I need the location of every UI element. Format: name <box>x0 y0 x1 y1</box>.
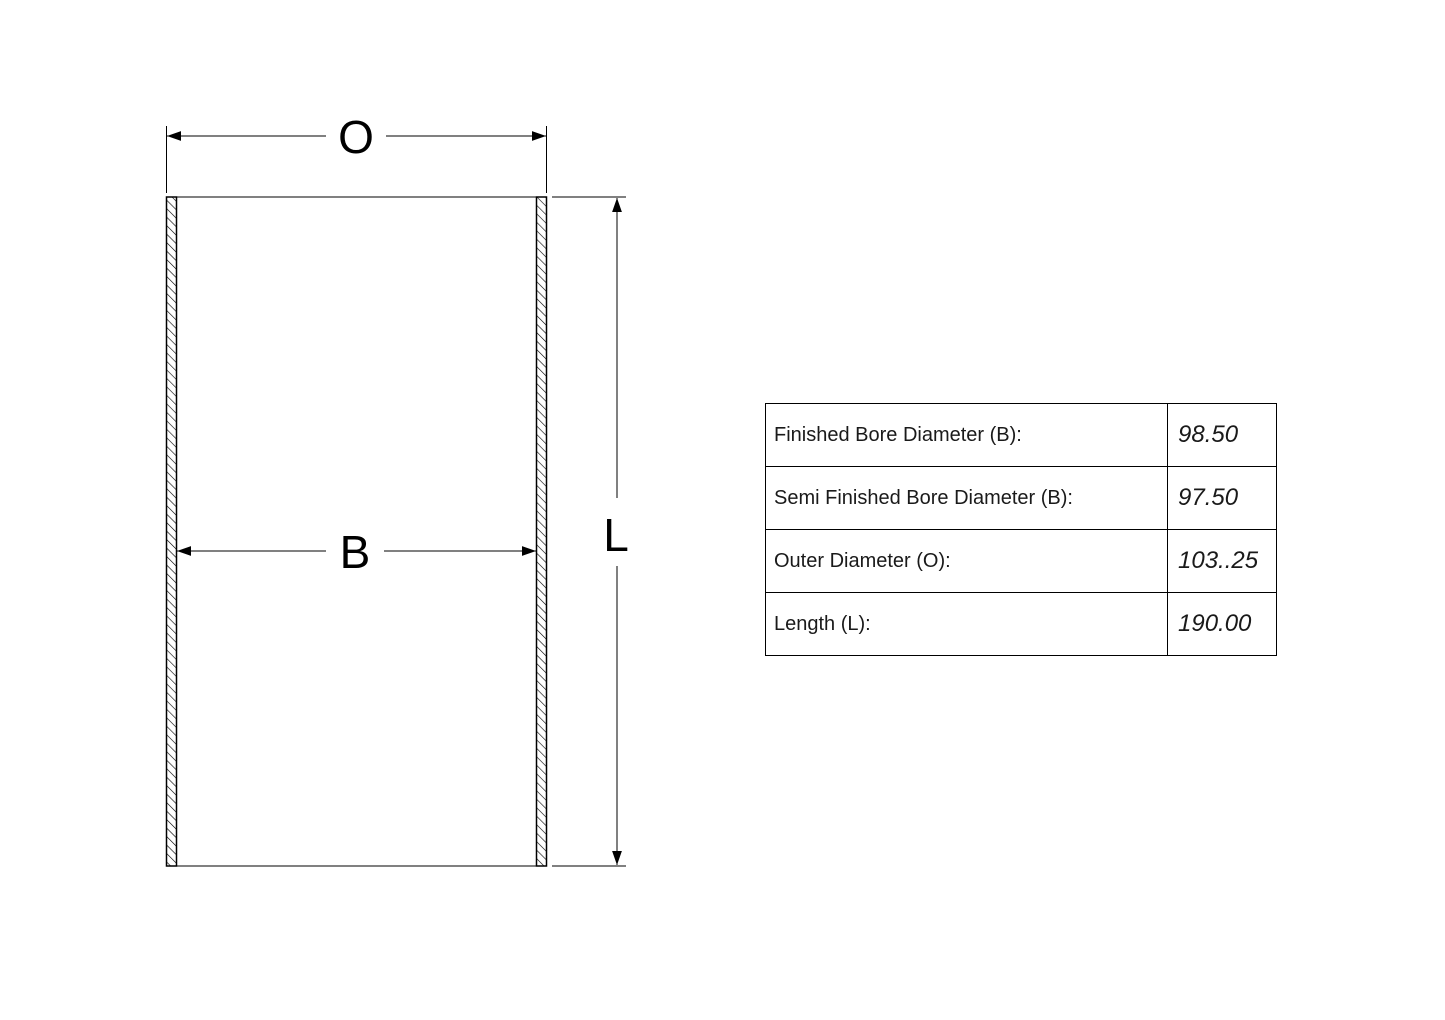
spec-label-finished-bore: Finished Bore Diameter (B): <box>765 403 1168 467</box>
bore-diameter-label: B <box>340 526 371 578</box>
outer-diameter-label: O <box>338 111 374 163</box>
right-wall-section <box>535 196 548 867</box>
table-row: Length (L): 190.00 <box>765 592 1277 656</box>
spec-table: Finished Bore Diameter (B): 98.50 Semi F… <box>765 403 1277 656</box>
spec-value-outer-diameter: 103..25 <box>1167 529 1277 593</box>
spec-label-semi-finished-bore: Semi Finished Bore Diameter (B): <box>765 466 1168 530</box>
spec-label-outer-diameter: Outer Diameter (O): <box>765 529 1168 593</box>
spec-label-length: Length (L): <box>765 592 1168 656</box>
table-row: Semi Finished Bore Diameter (B): 97.50 <box>765 466 1277 530</box>
length-label: L <box>603 509 629 561</box>
left-wall-section <box>165 196 178 867</box>
spec-value-semi-finished-bore: 97.50 <box>1167 466 1277 530</box>
spec-value-finished-bore: 98.50 <box>1167 403 1277 467</box>
spec-value-length: 190.00 <box>1167 592 1277 656</box>
table-row: Finished Bore Diameter (B): 98.50 <box>765 403 1277 467</box>
table-row: Outer Diameter (O): 103..25 <box>765 529 1277 593</box>
